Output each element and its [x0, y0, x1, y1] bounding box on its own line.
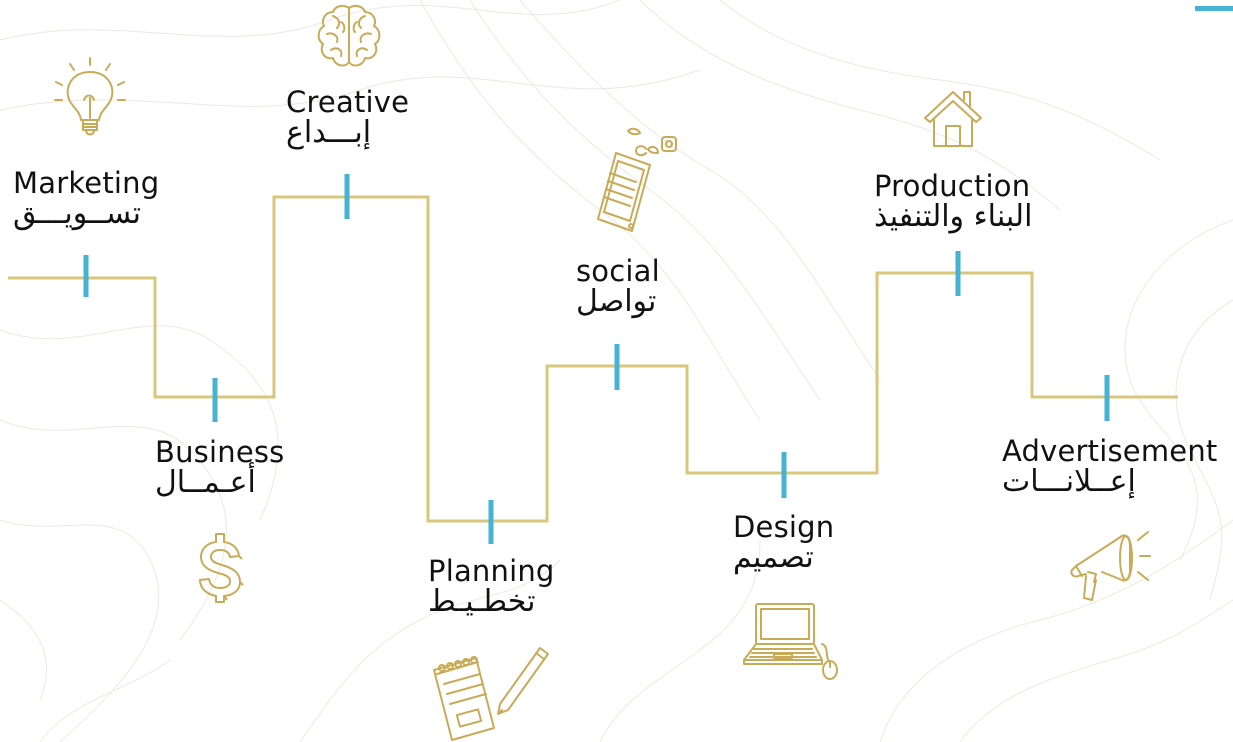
step-title-ar: تصميم — [733, 540, 814, 576]
step-label-business: Business أعـمــال — [155, 437, 284, 499]
step-label-advertisement: Advertisement إعــلانـــات — [1002, 436, 1217, 498]
step-title-ar: تخطـيـط — [428, 584, 536, 620]
step-title-en: Design — [733, 510, 835, 544]
step-label-marketing: Marketing تســويـــق — [13, 168, 159, 230]
step-label-production: Production البناء والتنفيذ — [874, 171, 1032, 233]
laptop-mouse-icon — [743, 603, 838, 680]
step-title-en: Business — [155, 435, 285, 469]
step-title-en: Creative — [286, 85, 410, 119]
house-icon — [924, 91, 982, 147]
step-title-en: Advertisement — [1002, 434, 1218, 468]
notepad-pencil-icon — [433, 647, 549, 741]
megaphone-icon — [1070, 531, 1151, 601]
step-title-ar: أعـمــال — [155, 465, 256, 501]
step-title-en: Marketing — [13, 166, 160, 200]
step-title-ar: تســويـــق — [13, 196, 141, 232]
step-title-ar: تواصل — [576, 284, 657, 320]
brain-icon — [317, 4, 381, 67]
lightbulb-icon — [54, 57, 126, 136]
step-label-design: Design تصميم — [733, 512, 834, 574]
step-label-social: social تواصل — [576, 256, 660, 318]
step-title-ar: إبـــداع — [286, 115, 372, 151]
step-title-en: Production — [874, 169, 1031, 203]
smartphone-social-icon — [597, 127, 677, 232]
step-title-en: Planning — [428, 554, 555, 588]
step-title-ar: البناء والتنفيذ — [874, 199, 1033, 235]
step-title-ar: إعــلانـــات — [1002, 464, 1136, 500]
step-title-en: social — [576, 254, 660, 288]
dollar-sign-icon — [199, 533, 244, 603]
corner-accent-bar — [1195, 6, 1233, 11]
step-label-planning: Planning تخطـيـط — [428, 556, 555, 618]
step-label-creative: Creative إبـــداع — [286, 87, 409, 149]
